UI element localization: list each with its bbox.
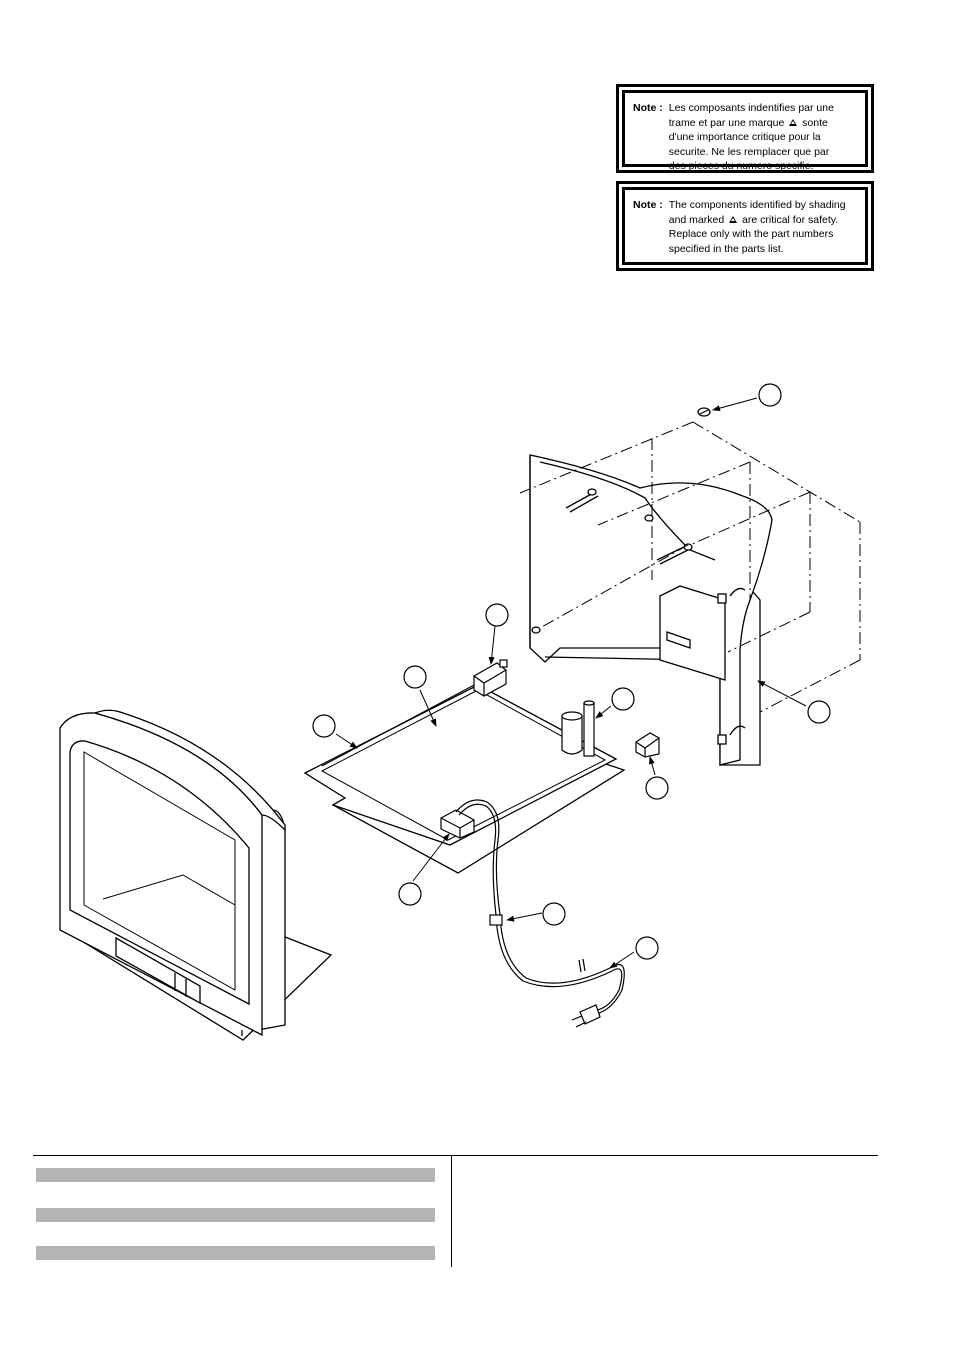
note-box-english: Note : The components identified by shad…	[616, 181, 874, 271]
note-label: Note :	[633, 102, 663, 114]
callout-circle	[485, 603, 509, 627]
callout-circle	[645, 776, 669, 800]
note-line: are critical for safety.	[742, 213, 839, 226]
note-line: sonte	[802, 116, 828, 129]
callout-circle	[542, 902, 566, 926]
table-row-bar	[36, 1168, 435, 1182]
bracket-clip	[635, 732, 660, 758]
note-line: and marked	[668, 213, 725, 226]
callout-circle	[611, 687, 635, 711]
callout-circle	[398, 882, 422, 906]
note-line: Replace only with the part numbers	[668, 228, 834, 240]
main-chassis	[303, 683, 626, 874]
capacitor	[561, 700, 595, 757]
note-line: securite. Ne les remplacer que par	[668, 145, 830, 158]
note-line: The components identified by shading	[668, 199, 846, 211]
alignment-lines	[519, 421, 861, 713]
note-box-french: Note : Les composants indentifies par un…	[616, 84, 874, 173]
callout-circle	[312, 714, 336, 738]
table-column-divider	[451, 1156, 452, 1267]
note-body: Les composants indentifies par une trame…	[669, 101, 865, 174]
note-line: specified in the parts list.	[668, 242, 784, 255]
callouts	[312, 383, 831, 960]
warning-triangle-icon	[789, 118, 798, 126]
ac-power-cord	[455, 799, 625, 1028]
table-row-bar	[36, 1246, 435, 1260]
callout-circle	[758, 383, 782, 407]
callout-circle	[807, 700, 831, 724]
table-row-bar	[36, 1208, 435, 1222]
callout-circle	[403, 665, 427, 689]
cord-connector	[440, 809, 475, 839]
front-cabinet	[59, 709, 333, 1041]
note-line: d'une importance critique pour la	[668, 131, 821, 143]
note-body: The components identified by shading and…	[669, 198, 865, 256]
note-line: Les composants indentifies par une	[668, 102, 834, 114]
note-line: des pieces du numero specifie.	[668, 160, 814, 172]
note-label: Note :	[633, 199, 663, 211]
table-top-rule	[33, 1155, 878, 1156]
screw	[697, 407, 711, 417]
tuner-block	[473, 659, 508, 697]
warning-triangle-icon	[729, 215, 738, 223]
leader-lines	[335, 397, 807, 969]
callout-circle	[635, 936, 659, 960]
note-line: trame et par une marque	[668, 116, 785, 129]
